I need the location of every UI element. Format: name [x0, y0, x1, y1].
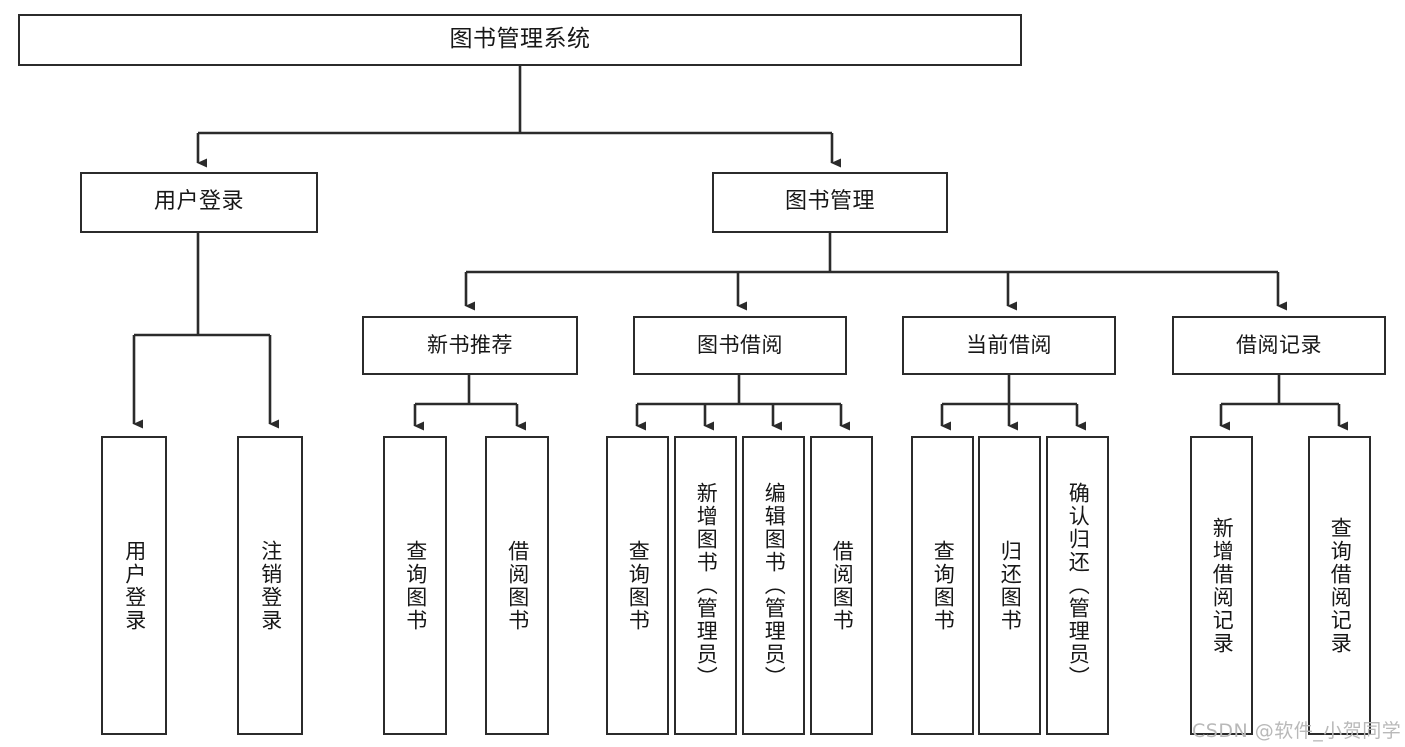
leaf-borrow-book-recommend[interactable]: 借阅图书	[485, 436, 549, 735]
leaf-confirm-return-admin-label: 确认归还（管理员）	[1066, 482, 1091, 689]
node-borrow-record[interactable]: 借阅记录	[1172, 316, 1386, 375]
leaf-query-borrow-record[interactable]: 查询借阅记录	[1308, 436, 1371, 735]
leaf-borrow-book-label: 借阅图书	[830, 539, 855, 632]
leaf-add-book-admin[interactable]: 新增图书（管理员）	[674, 436, 737, 735]
leaf-query-book-borrow-label: 查询图书	[626, 539, 651, 632]
node-book-borrow-label: 图书借阅	[697, 333, 783, 358]
leaf-logout-label: 注销登录	[258, 539, 283, 632]
leaf-query-book-recommend[interactable]: 查询图书	[383, 436, 447, 735]
leaf-borrow-book-recommend-label: 借阅图书	[505, 539, 530, 632]
node-new-book-recommend-label: 新书推荐	[427, 333, 513, 358]
node-current-borrow-label: 当前借阅	[966, 333, 1052, 358]
leaf-borrow-book[interactable]: 借阅图书	[810, 436, 873, 735]
leaf-query-book-current-label: 查询图书	[931, 539, 956, 632]
node-new-book-recommend[interactable]: 新书推荐	[362, 316, 578, 375]
leaf-add-borrow-record[interactable]: 新增借阅记录	[1190, 436, 1253, 735]
node-current-borrow[interactable]: 当前借阅	[902, 316, 1116, 375]
node-book-management-label: 图书管理	[784, 189, 875, 215]
leaf-user-login[interactable]: 用户登录	[101, 436, 167, 735]
node-root-label: 图书管理系统	[449, 26, 591, 53]
leaf-edit-book-admin[interactable]: 编辑图书（管理员）	[742, 436, 805, 735]
leaf-user-login-label: 用户登录	[122, 539, 147, 632]
leaf-add-book-admin-label: 新增图书（管理员）	[694, 482, 719, 689]
leaf-query-borrow-record-label: 查询借阅记录	[1328, 516, 1353, 655]
leaf-confirm-return-admin[interactable]: 确认归还（管理员）	[1046, 436, 1109, 735]
leaf-query-book-recommend-label: 查询图书	[403, 539, 428, 632]
node-book-borrow[interactable]: 图书借阅	[633, 316, 847, 375]
leaf-add-borrow-record-label: 新增借阅记录	[1210, 516, 1235, 655]
node-user-login[interactable]: 用户登录	[80, 172, 318, 233]
leaf-edit-book-admin-label: 编辑图书（管理员）	[762, 482, 787, 689]
leaf-return-book-label: 归还图书	[998, 539, 1023, 632]
leaf-query-book-borrow[interactable]: 查询图书	[606, 436, 669, 735]
node-user-login-label: 用户登录	[153, 189, 244, 215]
node-root[interactable]: 图书管理系统	[18, 14, 1022, 66]
node-borrow-record-label: 借阅记录	[1236, 333, 1322, 358]
leaf-return-book[interactable]: 归还图书	[978, 436, 1041, 735]
leaf-query-book-current[interactable]: 查询图书	[911, 436, 974, 735]
leaf-logout[interactable]: 注销登录	[237, 436, 303, 735]
node-book-management[interactable]: 图书管理	[712, 172, 948, 233]
csdn-watermark: CSDN @软件_小贺同学	[1192, 720, 1402, 742]
